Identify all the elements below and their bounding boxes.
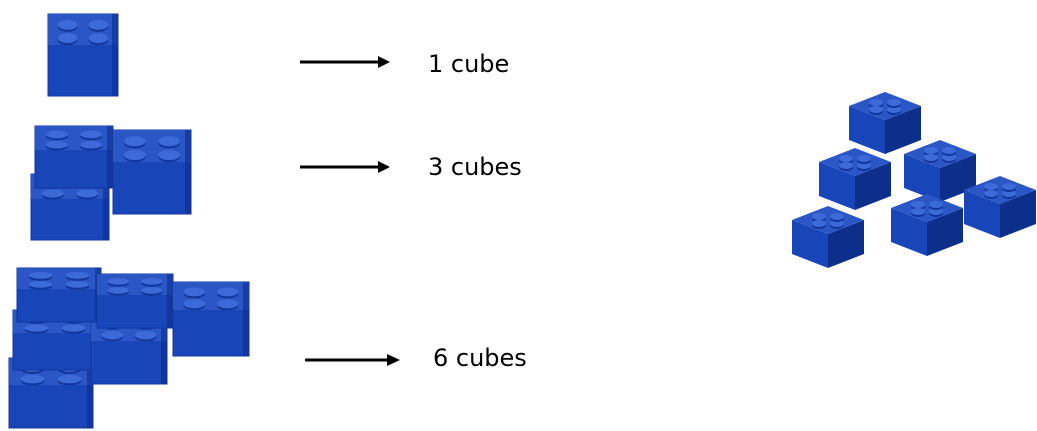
label-3-cubes: 3 cubes [428, 153, 522, 181]
six-brick-stack [8, 267, 250, 429]
iso-brick [849, 92, 921, 154]
single-brick-stack [47, 13, 119, 97]
arrow-3 [305, 354, 400, 366]
iso-brick [819, 148, 891, 210]
brick [34, 125, 114, 189]
arrow-1 [300, 56, 390, 68]
brick [47, 13, 119, 97]
brick [172, 281, 250, 357]
arrow-2 [300, 161, 390, 173]
three-brick-stack [30, 125, 192, 241]
iso-brick [891, 194, 963, 256]
iso-brick [792, 206, 864, 268]
brick [16, 267, 102, 323]
iso-brick [964, 176, 1036, 238]
label-6-cubes: 6 cubes [433, 344, 527, 372]
brick [96, 273, 174, 329]
brick [112, 129, 192, 215]
label-1-cube: 1 cube [428, 50, 510, 78]
brick-pyramid [792, 92, 1036, 268]
